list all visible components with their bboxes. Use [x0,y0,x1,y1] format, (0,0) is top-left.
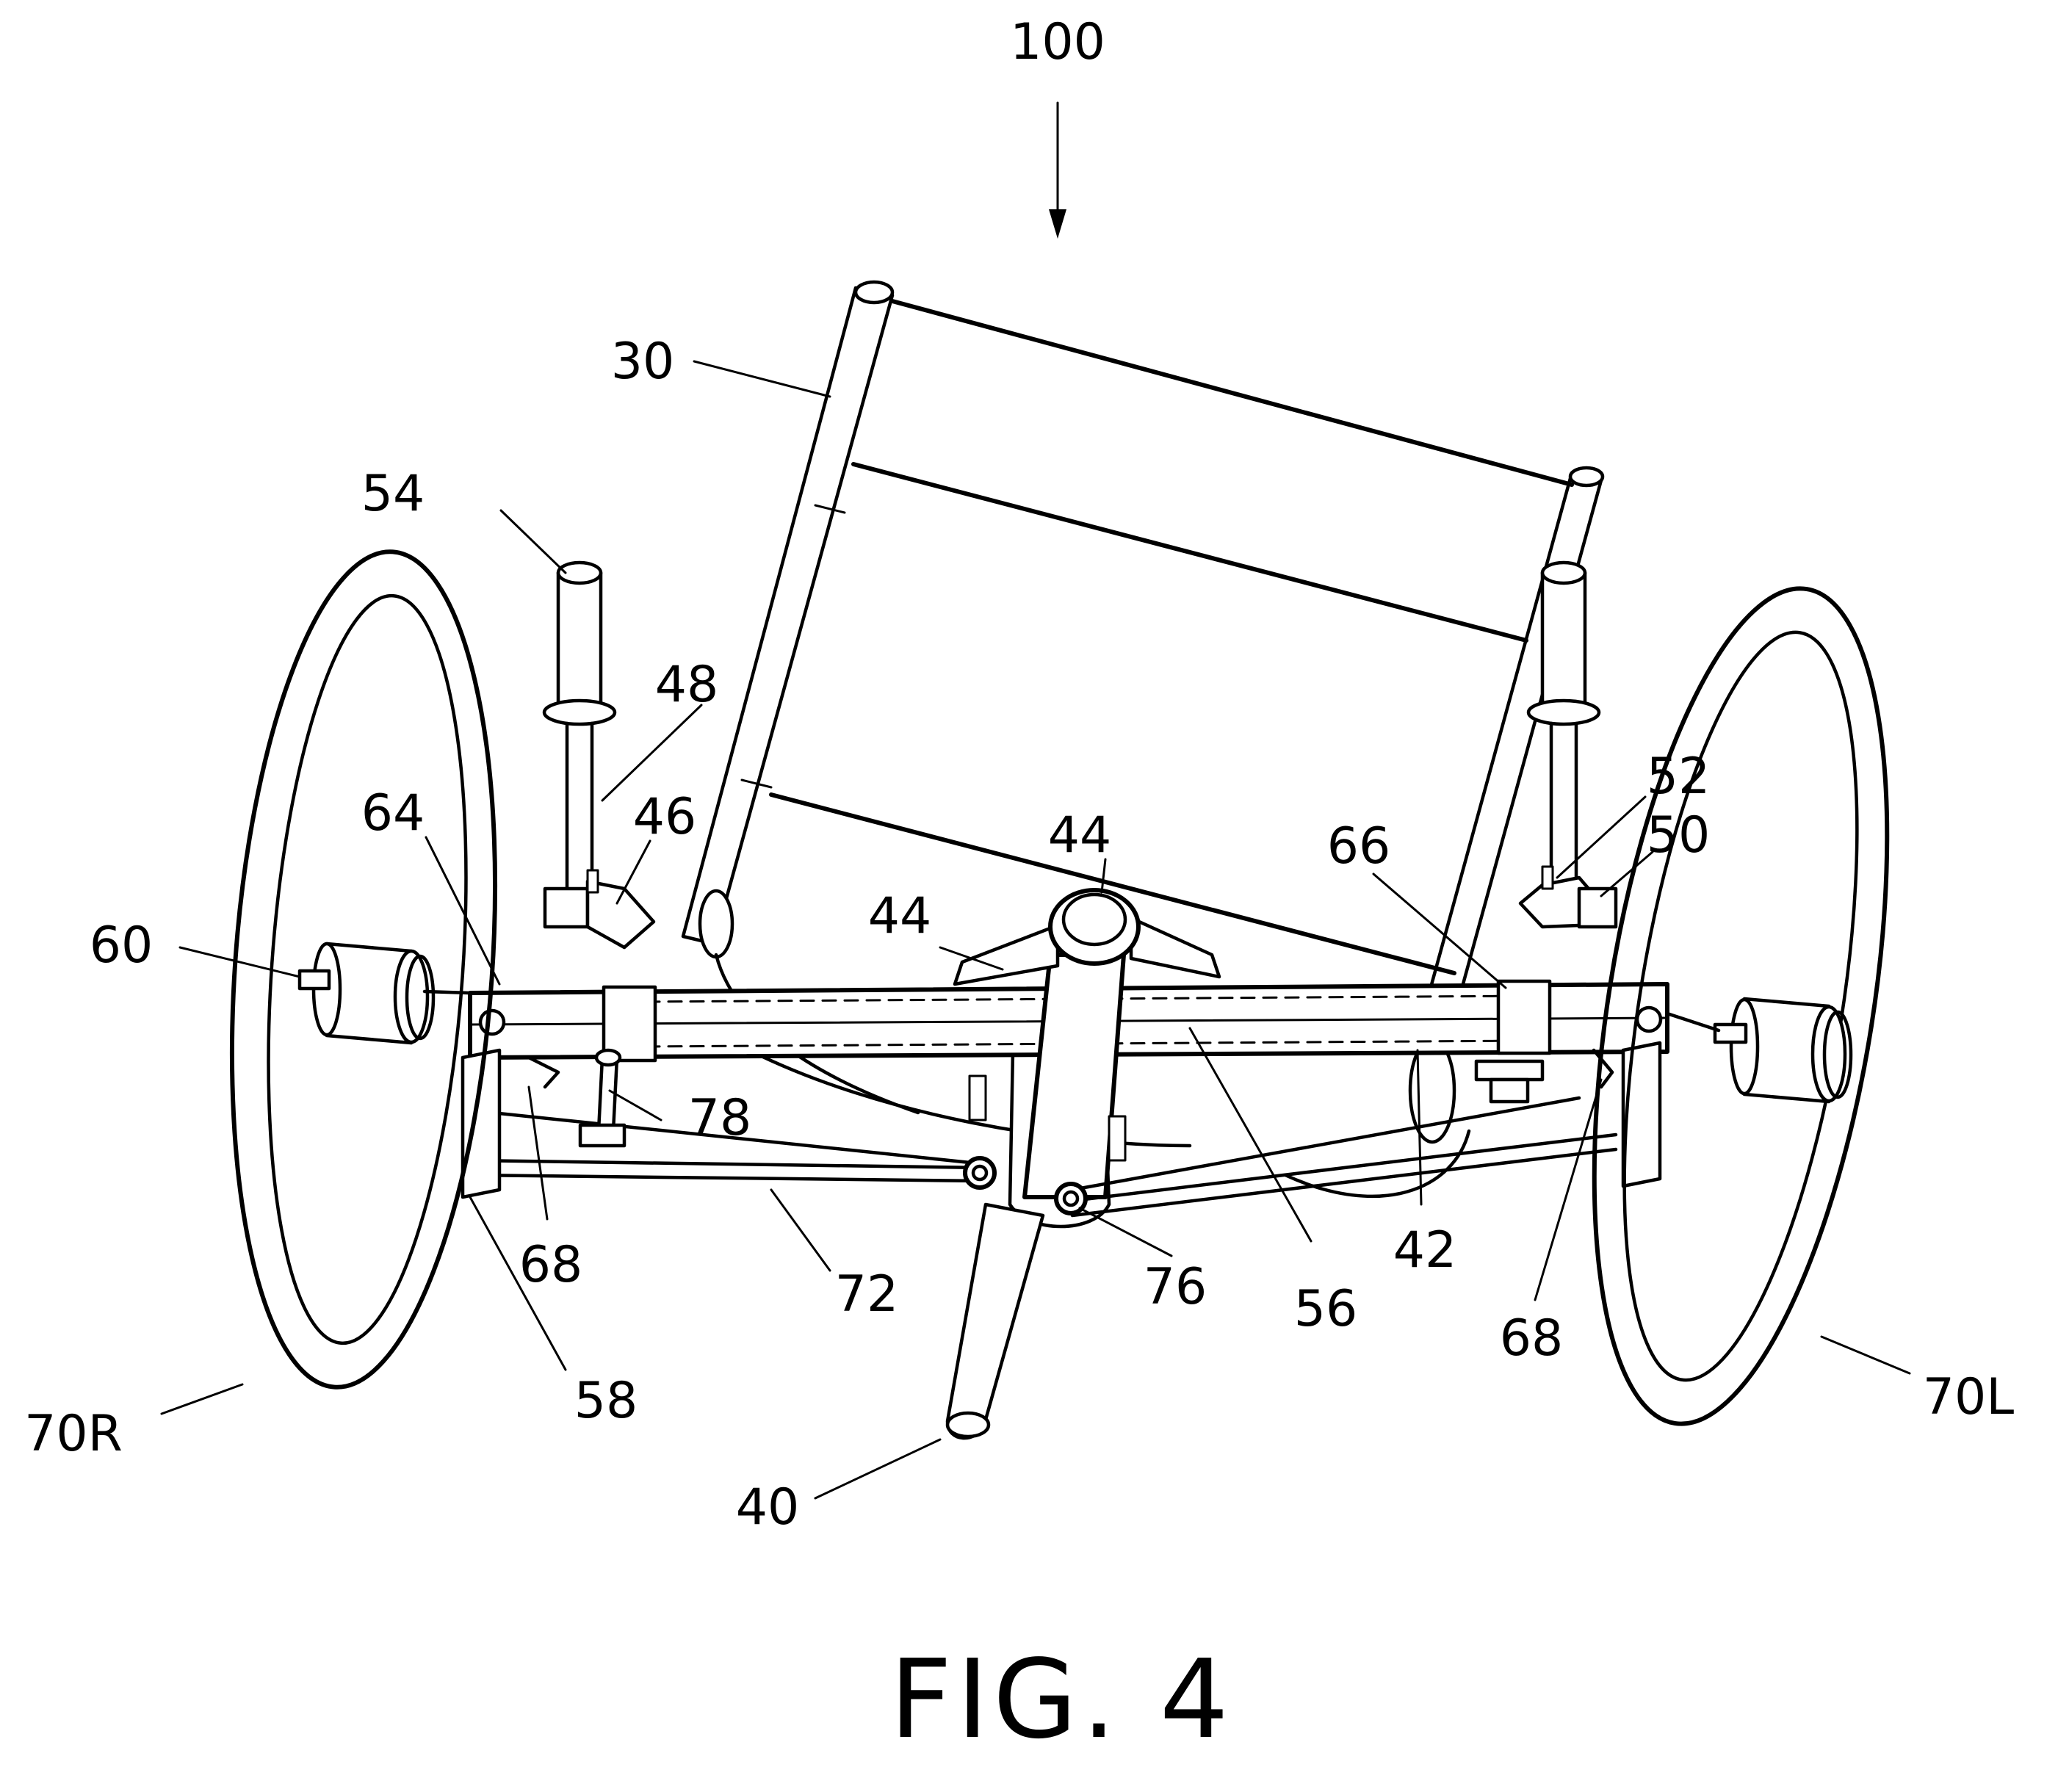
label-50: 50 [1647,806,1711,864]
label-76: 76 [1144,1258,1207,1316]
label-70L: 70L [1923,1368,2015,1426]
label-72: 72 [835,1265,899,1323]
label-100: 100 [1010,13,1105,71]
label-66: 66 [1327,817,1391,875]
leader-lines [160,101,1911,1500]
label-68-left: 68 [519,1236,583,1294]
reference-labels: 100 30 54 48 46 64 60 44 44 66 52 50 78 … [24,13,2014,1536]
label-40: 40 [736,1478,800,1536]
label-58: 58 [574,1372,638,1430]
label-46: 46 [633,788,697,846]
label-44-top: 44 [1048,806,1112,864]
label-30: 30 [611,333,675,391]
label-78: 78 [688,1089,752,1147]
label-68-right: 68 [1500,1309,1564,1368]
label-54: 54 [361,465,425,523]
center-hub [945,888,1221,1440]
label-64: 64 [361,784,425,842]
seat-frame [681,280,1605,1199]
label-42: 42 [1393,1221,1457,1279]
left-wheel-assembly [1474,560,1890,1426]
label-52: 52 [1647,748,1711,806]
label-60: 60 [90,917,154,975]
label-56: 56 [1294,1280,1358,1338]
right-wheel-assembly [229,549,656,1390]
figure-caption: FIG. 4 [889,1636,1233,1763]
label-70R: 70R [24,1405,123,1463]
label-48: 48 [655,656,719,714]
label-44-left: 44 [868,887,932,945]
steering-linkage [468,1096,1618,1218]
